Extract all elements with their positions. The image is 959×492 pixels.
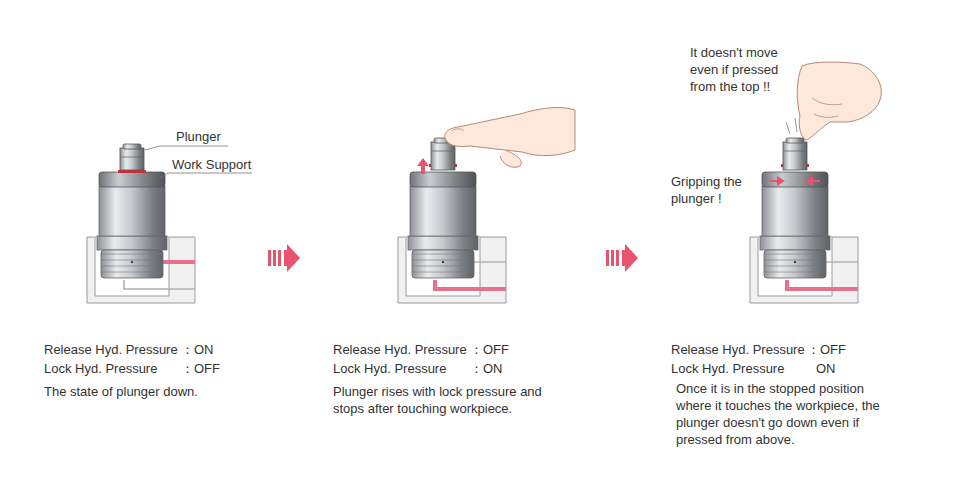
status-text: Release Hyd. Pressure xyxy=(671,341,805,358)
grip-arrow xyxy=(770,176,785,186)
status-text: ：OFF xyxy=(807,341,846,358)
work-support xyxy=(398,138,506,303)
status-text: Once it is in the stopped position where… xyxy=(676,380,898,448)
status-text: ：OFF xyxy=(181,360,220,377)
step-arrow xyxy=(606,244,638,272)
grip-arrow xyxy=(805,176,820,186)
status-text: ：ON xyxy=(470,360,503,377)
status-text: Plunger rises with lock pressure and sto… xyxy=(333,383,545,417)
press-marks xyxy=(786,118,797,134)
part-name: Work Support xyxy=(172,156,251,173)
finger xyxy=(445,107,575,155)
leader-line xyxy=(145,146,228,150)
status-text: Release Hyd. Pressure xyxy=(333,341,467,358)
status-text: ON xyxy=(816,360,836,377)
fist xyxy=(797,62,881,140)
work-support xyxy=(750,138,858,303)
status-text: The state of plunger down. xyxy=(44,383,198,400)
up-arrow xyxy=(417,158,429,174)
status-text: ：OFF xyxy=(470,341,509,358)
step-arrow xyxy=(268,244,300,272)
part-name: Plunger xyxy=(176,128,221,145)
status-text: Lock Hyd. Pressure xyxy=(333,360,446,377)
callout-note: It doesn't move even if pressed from the… xyxy=(690,44,798,95)
callout-note: Gripping the plunger ! xyxy=(671,173,751,207)
finger xyxy=(500,150,521,167)
status-text: Release Hyd. Pressure xyxy=(44,341,178,358)
status-text: ：ON xyxy=(181,341,214,358)
status-text: Lock Hyd. Pressure xyxy=(671,360,784,377)
status-text: Lock Hyd. Pressure xyxy=(44,360,157,377)
leader-line xyxy=(160,173,252,178)
